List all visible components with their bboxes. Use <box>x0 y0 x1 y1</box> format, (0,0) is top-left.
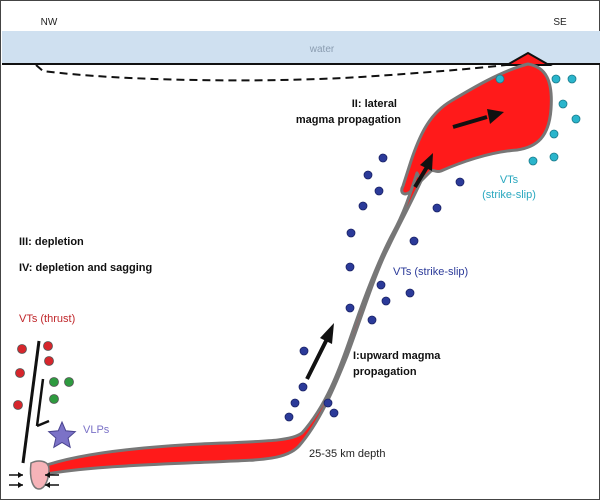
vlp-star-icon <box>47 420 77 449</box>
vt-strike-slip-event <box>298 382 308 392</box>
secondary-fault-line <box>35 378 45 427</box>
sagging-profile-dashed <box>35 64 507 82</box>
vt-shallow-event <box>558 99 568 109</box>
deep-magma-source <box>29 460 50 490</box>
vt-strike-slip-event <box>358 201 368 211</box>
vt-thrust-event <box>43 341 53 351</box>
vt-shallow-event <box>567 74 577 84</box>
green-event <box>64 377 74 387</box>
vt-thrust-event <box>13 400 23 410</box>
vt-strike-slip-event <box>432 203 442 213</box>
stage-sagging: IV: depletion and sagging <box>19 262 152 274</box>
secondary-fault-tick <box>36 419 50 428</box>
vts-strike-slip-mid-label: VTs (strike-slip) <box>393 266 468 278</box>
water-layer <box>2 31 600 64</box>
vt-strike-slip-event <box>363 170 373 180</box>
vt-strike-slip-event <box>376 280 386 290</box>
vt-strike-slip-event <box>346 228 356 238</box>
compression-arrows-icon <box>9 472 59 488</box>
green-events <box>49 377 74 404</box>
compass-nw: NW <box>41 17 58 28</box>
vt-strike-slip-event <box>378 153 388 163</box>
vt-shallow-event <box>528 156 538 166</box>
vt-strike-slip-event <box>290 398 300 408</box>
vt-strike-slip-event <box>381 296 391 306</box>
vt-shallow-event <box>551 74 561 84</box>
depth-label: 25-35 km depth <box>309 448 385 460</box>
dike-arrow-icon <box>413 153 433 189</box>
vt-shallow-events <box>495 74 581 166</box>
vt-strike-slip-event <box>284 412 294 422</box>
vts-thrust-label: VTs (thrust) <box>19 313 75 325</box>
green-event <box>49 377 59 387</box>
green-event <box>49 394 59 404</box>
vt-strike-slip-events <box>284 153 465 422</box>
vt-shallow-event <box>549 152 559 162</box>
vt-thrust-event <box>17 344 27 354</box>
vt-strike-slip-event <box>367 315 377 325</box>
compass-se: SE <box>553 17 567 28</box>
vt-thrust-events <box>13 341 54 410</box>
stage-depletion: III: depletion <box>19 236 84 248</box>
vt-strike-slip-event <box>409 236 419 246</box>
vt-strike-slip-event <box>345 262 355 272</box>
stage-upward-line1: I:upward magma <box>353 350 441 362</box>
lateral-magma-body <box>400 62 553 196</box>
vts-top-label-line2: (strike-slip) <box>482 189 536 201</box>
vt-strike-slip-event <box>329 408 339 418</box>
vt-strike-slip-event <box>405 288 415 298</box>
vt-shallow-event <box>495 74 505 84</box>
stage-lateral-line1: II: lateral <box>352 98 397 110</box>
thrust-fault-line <box>21 340 41 464</box>
lateral-arrow-icon <box>452 109 504 129</box>
stage-lateral-line2: magma propagation <box>296 114 401 126</box>
vt-strike-slip-event <box>323 398 333 408</box>
water-label: water <box>309 44 335 55</box>
stage-upward-line2: propagation <box>353 366 417 378</box>
vts-top-label-line1: VTs <box>500 174 519 186</box>
vlps-label: VLPs <box>83 424 110 436</box>
vt-thrust-event <box>15 368 25 378</box>
upward-arrow-icon <box>305 323 334 380</box>
vt-strike-slip-event <box>299 346 309 356</box>
vt-thrust-event <box>44 356 54 366</box>
vt-strike-slip-event <box>455 177 465 187</box>
vt-shallow-event <box>549 129 559 139</box>
vt-shallow-event <box>571 114 581 124</box>
vt-strike-slip-event <box>345 303 355 313</box>
vt-strike-slip-event <box>374 186 384 196</box>
